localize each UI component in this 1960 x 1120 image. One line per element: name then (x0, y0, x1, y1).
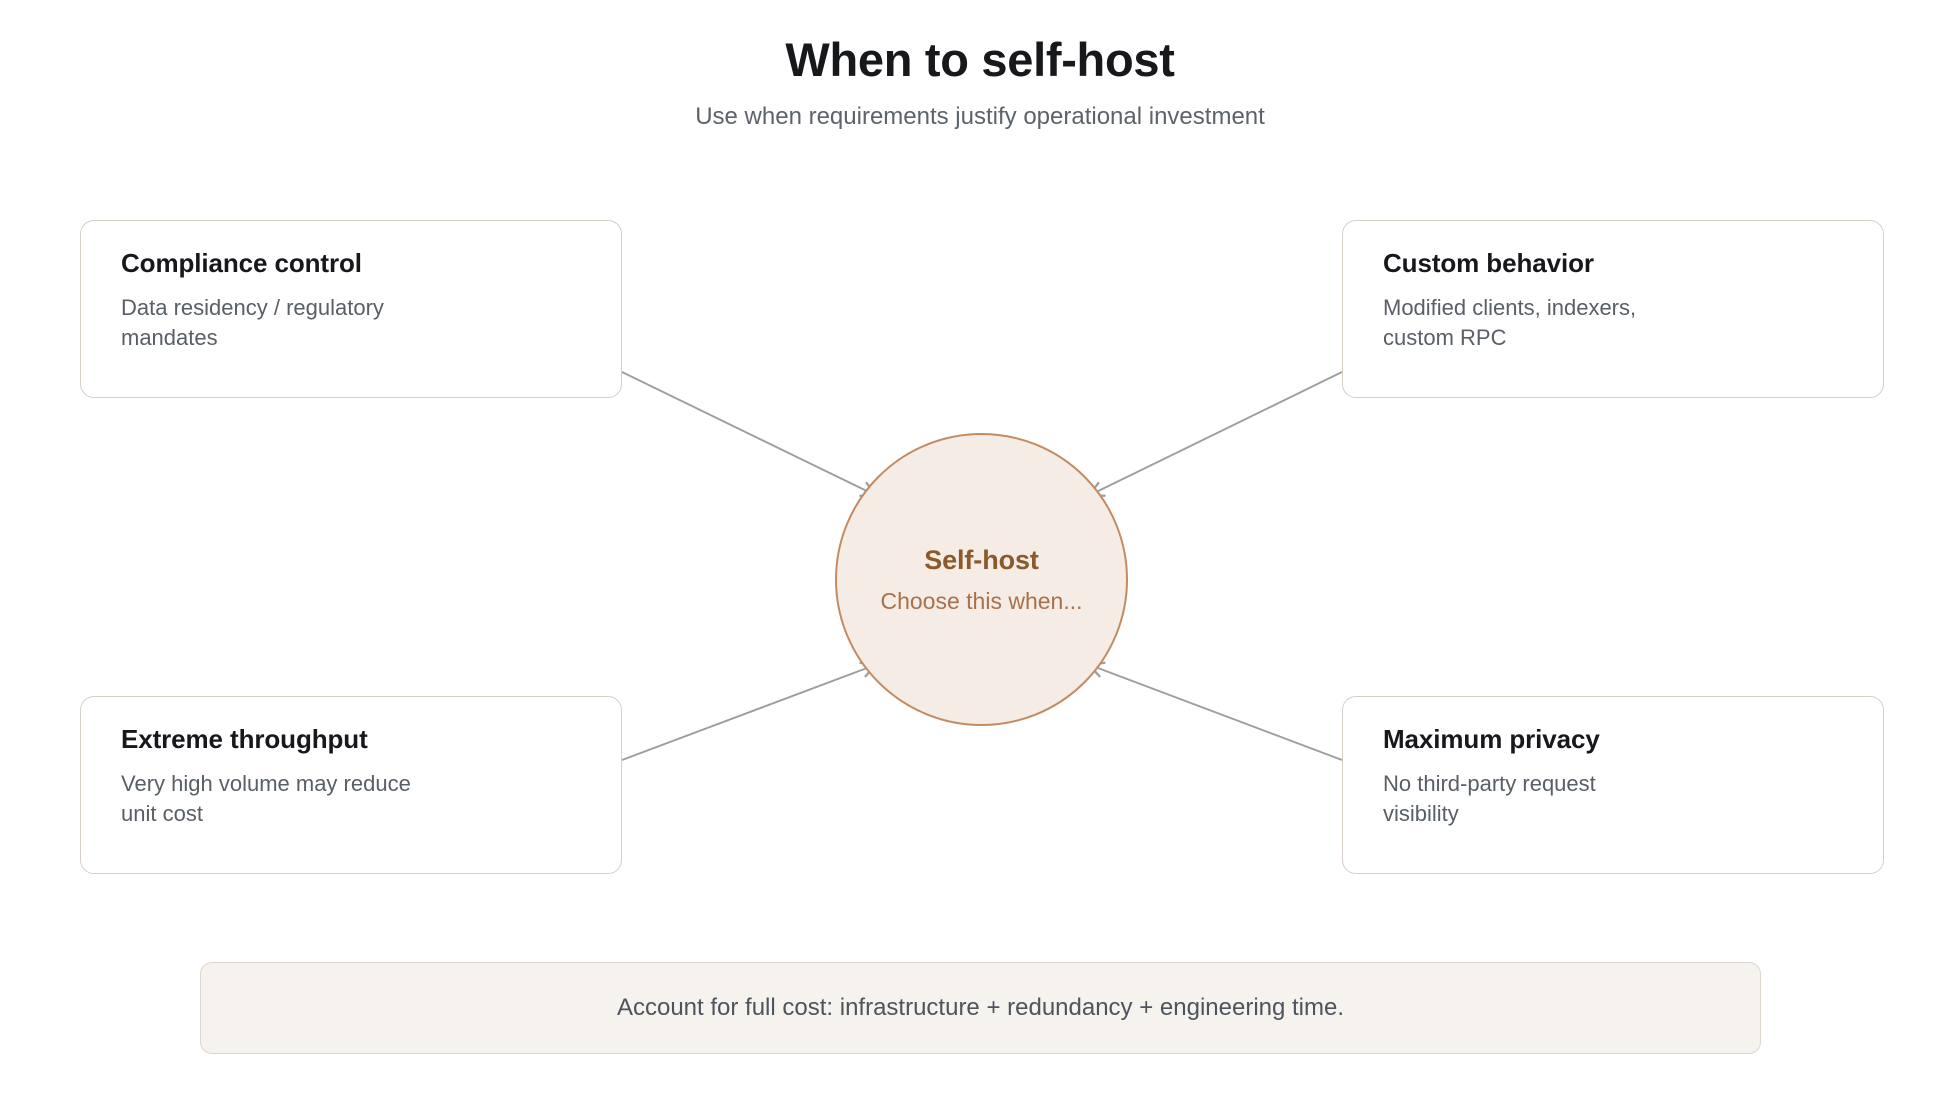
card-description: Data residency / regulatory mandates (121, 294, 384, 350)
center-node-self-host[interactable]: Self-host Choose this when... (835, 433, 1128, 726)
card-extreme-throughput[interactable]: Extreme throughput Very high volume may … (80, 696, 622, 874)
card-title: Custom behavior (1383, 248, 1594, 278)
card-description: No third-party request visibility (1383, 770, 1596, 826)
connector-extreme-throughput (621, 661, 878, 761)
page-subtitle: Use when requirements justify operationa… (695, 102, 1265, 130)
connector-custom-behavior (1087, 371, 1343, 497)
footer-note: Account for full cost: infrastructure + … (200, 962, 1761, 1054)
card-custom-behavior[interactable]: Custom behavior Modified clients, indexe… (1342, 220, 1884, 398)
card-title: Compliance control (121, 248, 362, 278)
connector-compliance-control (621, 371, 878, 497)
header: When to self-host Use when requirements … (0, 0, 1960, 131)
card-title: Maximum privacy (1383, 724, 1600, 754)
center-node-title: Self-host (924, 544, 1039, 575)
card-description: Very high volume may reduce unit cost (121, 770, 411, 826)
card-compliance-control[interactable]: Compliance control Data residency / regu… (80, 220, 622, 398)
center-node-subtitle: Choose this when... (880, 587, 1083, 614)
card-maximum-privacy[interactable]: Maximum privacy No third-party request v… (1342, 696, 1884, 874)
card-title: Extreme throughput (121, 724, 368, 754)
connector-maximum-privacy (1087, 661, 1343, 761)
footer-note-text: Account for full cost: infrastructure + … (616, 994, 1345, 1022)
page-title: When to self-host (785, 33, 1175, 86)
card-description: Modified clients, indexers, custom RPC (1383, 294, 1637, 350)
